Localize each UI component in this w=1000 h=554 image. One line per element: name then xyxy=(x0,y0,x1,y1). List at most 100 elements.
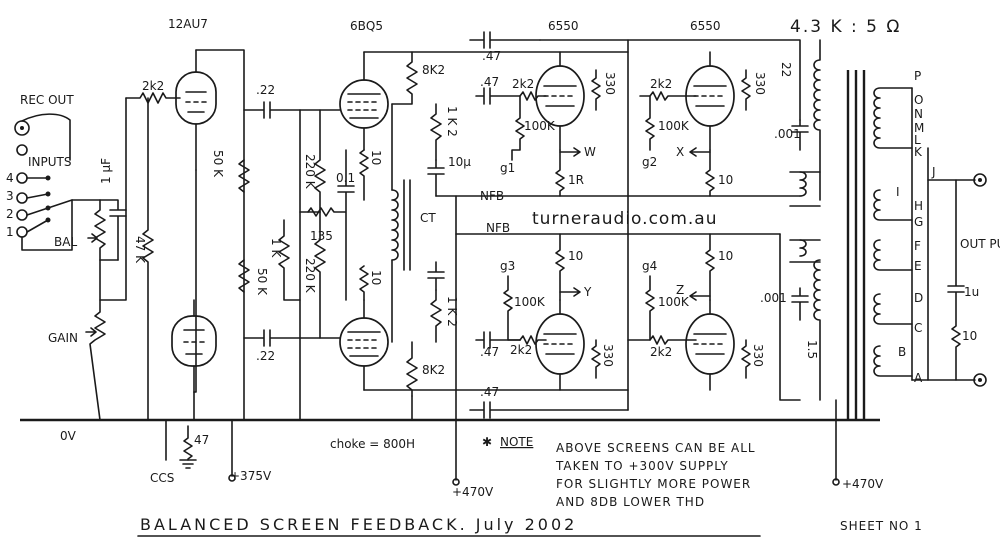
resistor-50k-bottom-label: 50 K xyxy=(255,268,269,296)
choke-800h xyxy=(391,103,411,343)
bal-potentiometer xyxy=(71,199,106,261)
plate-feed-bottom xyxy=(779,233,801,401)
choke-ct-label: CT xyxy=(420,211,436,225)
resistor-220k-bottom-label: 220 K xyxy=(303,258,317,294)
resistor-47k-label: 47 K xyxy=(133,236,147,264)
resistor-10-upper xyxy=(359,149,369,201)
supply-470v-output-node xyxy=(832,478,840,486)
cap-47-low xyxy=(475,331,521,349)
resistor-330-c-label: 330 xyxy=(601,344,615,367)
input-2-label: 3 xyxy=(6,189,14,203)
transformer-core xyxy=(846,70,866,420)
resistor-330-a xyxy=(591,69,601,111)
tube-label-input: 12AU7 xyxy=(168,17,208,31)
tube-12au7-upper xyxy=(175,49,217,171)
plate-supply-12au7 xyxy=(195,49,245,421)
cathode-upper-left xyxy=(555,147,581,197)
svg-text:O: O xyxy=(914,93,923,107)
svg-text:F: F xyxy=(914,239,921,253)
resistor-2k2-output-d-label: 2k2 xyxy=(650,345,672,359)
note-block: ✱ NOTE ABOVE SCREENS CAN BE ALL TAKEN TO… xyxy=(482,435,756,509)
resistor-1k2-bottom xyxy=(430,289,442,343)
svg-text:M: M xyxy=(914,121,924,135)
test-point-y-label: Y xyxy=(583,285,592,299)
note-line-1: ABOVE SCREENS CAN BE ALL xyxy=(556,441,756,455)
output-zobel-network xyxy=(947,179,965,381)
cap-0-1 xyxy=(337,149,355,301)
resistor-330-b-label: 330 xyxy=(753,72,767,95)
resistor-50k-bottom xyxy=(238,259,250,293)
ccs-label: CCS xyxy=(150,471,174,485)
cap-47-mid xyxy=(475,87,521,105)
resistor-10-c-label: 10 xyxy=(718,173,733,187)
tube-12au7-lower xyxy=(171,299,217,393)
note-line-3: FOR SLIGHTLY MORE POWER xyxy=(556,477,751,491)
cap-22-bottom-label: .22 xyxy=(256,349,275,363)
svg-text:L: L xyxy=(914,133,921,147)
transformer-tap-labels: P O N M L K J I H G F E D C B A xyxy=(896,69,936,385)
resistor-2k2-output-a xyxy=(519,91,547,101)
cap-47-top xyxy=(469,31,541,49)
cap-22-bottom xyxy=(243,329,341,347)
resistor-10-output-label: 10 xyxy=(962,329,977,343)
resistor-1r-label: 1R xyxy=(568,173,584,187)
svg-text:K: K xyxy=(914,145,923,159)
rca-jack-rec-out xyxy=(14,113,71,161)
output-label: OUT PUT xyxy=(960,237,1000,251)
supply-375v-node xyxy=(228,419,236,482)
resistor-47-label: 47 xyxy=(194,433,209,447)
svg-text:N: N xyxy=(914,107,923,121)
resistor-100k-d-label: 100K xyxy=(658,295,690,309)
tube-6550-lower-right xyxy=(685,299,735,391)
nfb-top-label: NFB xyxy=(480,189,504,203)
supply-470v-driver-node xyxy=(452,478,460,486)
svg-text:J: J xyxy=(931,165,936,179)
resistor-8k2-top-label: 8K2 xyxy=(422,63,445,77)
tube-6550-lower-left xyxy=(535,299,585,391)
ccs-network xyxy=(165,169,197,469)
inputs-label: INPUTS xyxy=(28,155,71,169)
resistor-100k-b-label: 100K xyxy=(658,119,690,133)
bias-g4 xyxy=(645,275,655,341)
resistor-10-lower xyxy=(359,265,369,301)
rec-out-label: REC OUT xyxy=(20,93,74,107)
input-1-label: 4 xyxy=(6,171,14,185)
supply-470v-output-label: +470V xyxy=(842,477,884,491)
resistor-1k-label: 1 K xyxy=(269,238,283,258)
cap-1uF-label: 1 μF xyxy=(99,158,113,184)
output-terminal-positive xyxy=(973,173,987,187)
svg-text:I: I xyxy=(896,185,900,199)
cap-1uF-bal xyxy=(99,199,127,261)
resistor-10-d-label: 10 xyxy=(568,249,583,263)
svg-text:D: D xyxy=(914,291,923,305)
svg-text:H: H xyxy=(914,199,923,213)
gain-label: GAIN xyxy=(48,331,78,345)
tube-label-output-1: 6550 xyxy=(548,19,579,33)
svg-text:E: E xyxy=(914,259,922,273)
svg-text:B: B xyxy=(898,345,906,359)
cap-47-mid-label: .47 xyxy=(480,75,499,89)
cap-47-low-label: .47 xyxy=(480,345,499,359)
driver-supply-line xyxy=(411,195,457,481)
g2-label: g2 xyxy=(642,155,657,169)
resistor-50k-top-label: 50 K xyxy=(211,150,225,178)
svg-text:C: C xyxy=(914,321,922,335)
cap-22-top xyxy=(243,101,301,119)
choke-label: choke = 800H xyxy=(330,437,415,451)
resistor-10-lower-label: 10 xyxy=(369,270,383,285)
transformer-ratio: 4.3 K : 5 Ω xyxy=(790,17,901,37)
cap-001-top xyxy=(791,119,809,151)
resistor-2k2-output-c xyxy=(519,335,547,345)
tube-label-driver: 6BQ5 xyxy=(350,19,383,33)
svg-text:A: A xyxy=(914,371,923,385)
cap-001-bottom xyxy=(791,287,809,321)
svg-text:G: G xyxy=(914,215,923,229)
test-point-x-label: X xyxy=(676,145,684,159)
resistor-330-c xyxy=(591,339,601,379)
output-terminal-negative xyxy=(973,373,987,387)
resistor-10-e-label: 10 xyxy=(718,249,733,263)
note-asterisk: ✱ xyxy=(482,435,492,449)
cap-10u-top-label: 10μ xyxy=(448,155,471,169)
cap-1u-output-label: 1u xyxy=(964,285,979,299)
